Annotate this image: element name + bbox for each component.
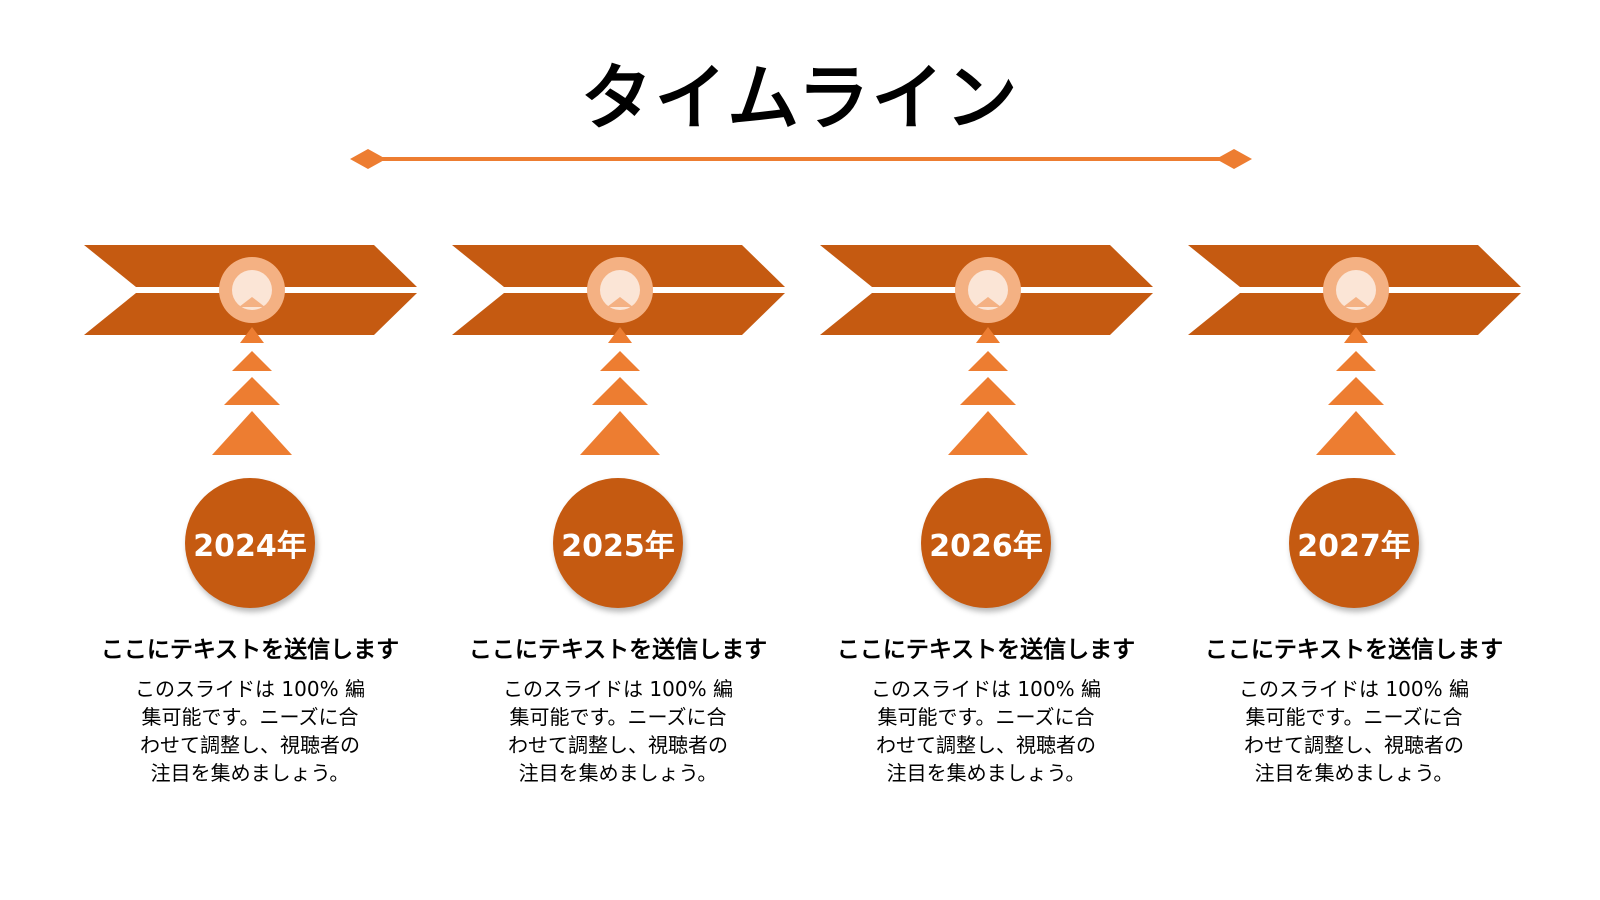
timeline-milestone-2027: 2027年 ここにテキストを送信します このスライドは 100% 編集可能です。… xyxy=(1188,245,1528,845)
timeline-milestone-2026: 2026年 ここにテキストを送信します このスライドは 100% 編集可能です。… xyxy=(820,245,1160,845)
chevron-arrows-up-icon xyxy=(948,327,1028,455)
milestone-heading: ここにテキストを送信します xyxy=(100,637,400,663)
milestone-heading: ここにテキストを送信します xyxy=(468,637,768,663)
chevron-arrows-up-icon xyxy=(1316,327,1396,455)
arrow-banner xyxy=(820,245,1153,335)
milestone-heading: ここにテキストを送信します xyxy=(1204,637,1504,663)
milestone-description: このスライドは 100% 編集可能です。ニーズに合わせて調整し、視聴者の注目を集… xyxy=(1239,677,1469,785)
year-badge: 2026年 xyxy=(921,478,1051,608)
milestone-description: このスライドは 100% 編集可能です。ニーズに合わせて調整し、視聴者の注目を集… xyxy=(135,677,365,785)
divider-left-diamond xyxy=(350,149,386,169)
arrow-banner xyxy=(1188,245,1521,335)
slide-title: タイムライン xyxy=(580,56,1020,140)
chevron-arrows-up-icon xyxy=(580,327,660,455)
milestone-description: このスライドは 100% 編集可能です。ニーズに合わせて調整し、視聴者の注目を集… xyxy=(871,677,1101,785)
title-divider xyxy=(350,149,1252,169)
milestone-heading: ここにテキストを送信します xyxy=(836,637,1136,663)
year-badge: 2027年 xyxy=(1289,478,1419,608)
chevron-arrows-up-icon xyxy=(212,327,292,455)
arrow-banner xyxy=(84,245,417,335)
year-badge: 2024年 xyxy=(185,478,315,608)
timeline-milestone-2024: 2024年 ここにテキストを送信します このスライドは 100% 編集可能です。… xyxy=(84,245,424,845)
year-badge: 2025年 xyxy=(553,478,683,608)
divider-right-diamond xyxy=(1216,149,1252,169)
timeline-milestone-2025: 2025年 ここにテキストを送信します このスライドは 100% 編集可能です。… xyxy=(452,245,792,845)
arrow-banner xyxy=(452,245,785,335)
milestone-description: このスライドは 100% 編集可能です。ニーズに合わせて調整し、視聴者の注目を集… xyxy=(503,677,733,785)
